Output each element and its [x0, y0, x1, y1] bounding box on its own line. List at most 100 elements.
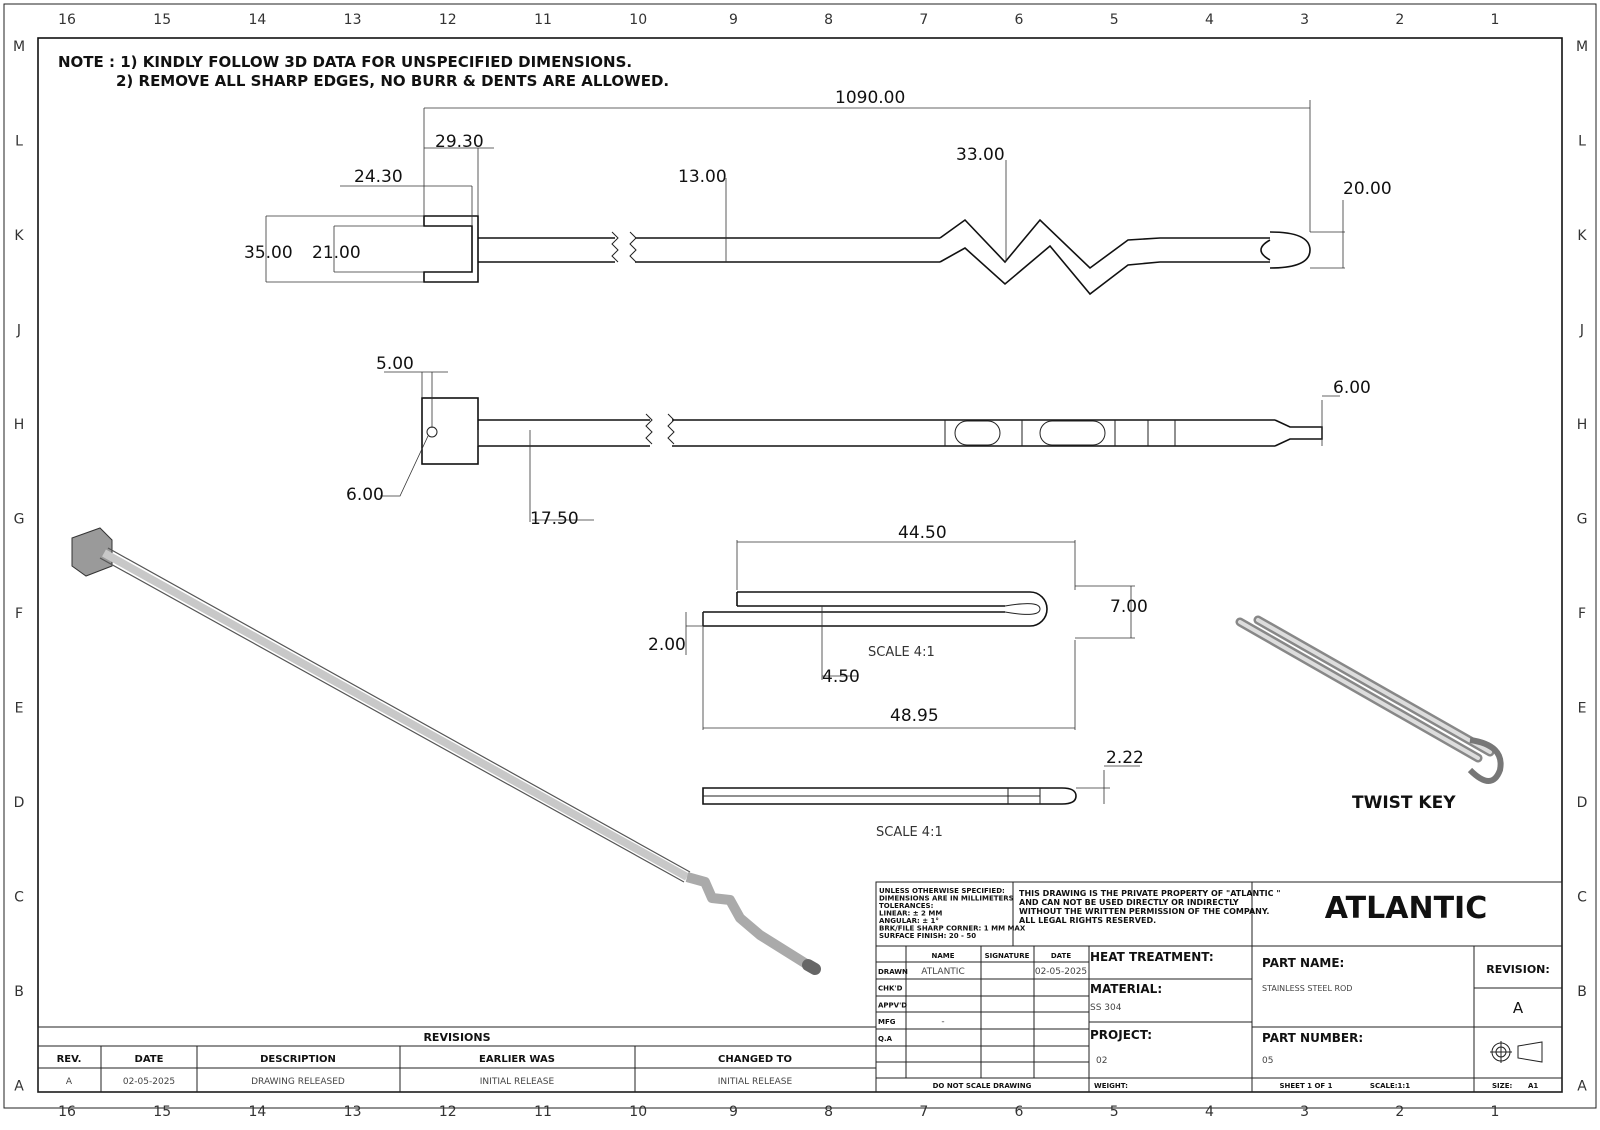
zone-column-label: 5 — [1110, 1104, 1119, 1120]
key-front-view: 44.50 7.00 2.00 4.50 48.95 SCALE 4:1 — [648, 523, 1148, 730]
drawing-scale: SCALE:1:1 — [1370, 1082, 1410, 1090]
outer-border — [3, 3, 1597, 1109]
zone-row-label: M — [1576, 39, 1588, 55]
zone-row-label: H — [1577, 417, 1588, 433]
note-line-2: 2) REMOVE ALL SHARP EDGES, NO BURR & DEN… — [116, 72, 669, 90]
general-note-line: TOLERANCES: — [879, 902, 934, 910]
zone-column-label: 1 — [1491, 1104, 1500, 1120]
dim-overall-length: 1090.00 — [835, 88, 905, 108]
signature-role: CHK'D — [878, 985, 903, 993]
revisions-header: DATE — [135, 1054, 164, 1065]
zone-column-label: 2 — [1395, 1104, 1404, 1120]
zone-row-label: B — [1577, 984, 1587, 1000]
zone-column-label: 11 — [534, 12, 552, 28]
signature-name: - — [941, 1017, 944, 1027]
zone-column-label: 3 — [1300, 12, 1309, 28]
signature-date: 02-05-2025 — [1035, 967, 1087, 977]
revisions-cell: INITIAL RELEASE — [480, 1077, 555, 1087]
dim-slot-width: 21.00 — [312, 243, 361, 263]
sheet-number: SHEET 1 OF 1 — [1279, 1082, 1332, 1090]
zone-column-label: 8 — [824, 1104, 833, 1120]
zone-row-label: D — [14, 795, 25, 811]
zone-column-label: 10 — [629, 1104, 647, 1120]
zone-row-label: C — [1577, 890, 1587, 906]
zone-column-label: 10 — [629, 12, 647, 28]
dim-neck-length: 17.50 — [530, 509, 579, 529]
part-name-label: PART NAME: — [1262, 956, 1344, 970]
zone-column-label: 6 — [1015, 1104, 1024, 1120]
general-note-line: DIMENSIONS ARE IN MILLIMETERS — [879, 895, 1014, 903]
part-number-value: 05 — [1262, 1056, 1273, 1066]
zone-row-label: E — [15, 701, 24, 717]
material-value: SS 304 — [1090, 1003, 1122, 1013]
general-note-line: UNLESS OTHERWISE SPECIFIED: — [879, 887, 1005, 895]
zone-column-label: 9 — [729, 1104, 738, 1120]
zone-column-label: 13 — [344, 12, 362, 28]
side-view: 5.00 6.00 17.50 6.00 — [346, 354, 1371, 529]
zone-column-label: 4 — [1205, 12, 1214, 28]
project-value: 02 — [1096, 1056, 1107, 1066]
revisions-header: CHANGED TO — [718, 1054, 792, 1065]
dim-key-step: 4.50 — [822, 667, 860, 687]
signature-name: ATLANTIC — [921, 967, 965, 977]
zone-row-label: K — [14, 228, 24, 244]
zone-row-label: G — [14, 512, 25, 528]
weight-label: WEIGHT: — [1094, 1082, 1128, 1090]
property-notice-line: AND CAN NOT BE USED DIRECTLY OR INDIRECT… — [1019, 898, 1239, 907]
dim-key-total: 48.95 — [890, 706, 939, 726]
signature-role: Q.A — [878, 1035, 893, 1043]
dim-key-width: 7.00 — [1110, 597, 1148, 617]
signature-table-header: SIGNATURE — [985, 952, 1030, 960]
zone-row-label: B — [14, 984, 24, 1000]
size-value: A1 — [1528, 1082, 1538, 1090]
project-label: PROJECT: — [1090, 1028, 1152, 1042]
zone-column-label: 13 — [344, 1104, 362, 1120]
dim-key-thickness: 2.00 — [648, 635, 686, 655]
zone-column-label: 12 — [439, 12, 457, 28]
general-note-line: SURFACE FINISH: 20 - 50 — [879, 932, 976, 940]
signature-role: APPV'D — [878, 1001, 907, 1009]
dim-key-length: 44.50 — [898, 523, 947, 543]
revisions-cell: INITIAL RELEASE — [718, 1077, 793, 1087]
zone-column-label: 9 — [729, 12, 738, 28]
zone-row-label: F — [1578, 606, 1586, 622]
revisions-cell: 02-05-2025 — [123, 1077, 175, 1087]
zone-column-label: 2 — [1395, 12, 1404, 28]
revision-value: A — [1513, 999, 1524, 1017]
zone-column-label: 15 — [153, 12, 171, 28]
key-side-view: 2.22 SCALE 4:1 — [702, 748, 1144, 840]
zone-column-label: 14 — [248, 1104, 266, 1120]
drawing-frame — [37, 37, 1563, 1093]
projection-symbol-icon — [1490, 1041, 1543, 1063]
property-notice-line: WITHOUT THE WRITTEN PERMISSION OF THE CO… — [1019, 907, 1269, 916]
dim-ball-end: 20.00 — [1343, 179, 1392, 199]
signature-role: DRAWN — [878, 968, 908, 976]
property-notice-line: ALL LEGAL RIGHTS RESERVED. — [1019, 916, 1156, 925]
zone-column-label: 3 — [1300, 1104, 1309, 1120]
zone-row-label: K — [1577, 228, 1587, 244]
dim-fork-outer: 29.30 — [435, 132, 484, 152]
material-label: MATERIAL: — [1090, 982, 1162, 996]
zone-row-label: H — [14, 417, 25, 433]
zone-row-label: E — [1578, 701, 1587, 717]
dim-key-side: 2.22 — [1106, 748, 1144, 768]
zone-row-label: G — [1577, 512, 1588, 528]
zone-column-label: 8 — [824, 12, 833, 28]
zone-column-label: 7 — [919, 12, 928, 28]
zone-column-label: 6 — [1015, 12, 1024, 28]
dim-tip-width: 6.00 — [1333, 378, 1371, 398]
dim-fork-inner: 24.30 — [354, 167, 403, 187]
property-notice-line: THIS DRAWING IS THE PRIVATE PROPERTY OF … — [1019, 889, 1280, 898]
revisions-header: DESCRIPTION — [260, 1054, 336, 1065]
zone-row-label: D — [1577, 795, 1588, 811]
revisions-cell: A — [66, 1077, 73, 1087]
scale-label-1: SCALE 4:1 — [868, 645, 935, 660]
zone-markers: 1616151514141313121211111010998877665544… — [13, 12, 1588, 1120]
zone-column-label: 12 — [439, 1104, 457, 1120]
signature-table-header: NAME — [931, 952, 954, 960]
part-number-label: PART NUMBER: — [1262, 1031, 1363, 1045]
iso-view-twist-key: TWIST KEY — [1235, 615, 1504, 813]
zone-column-label: 14 — [248, 12, 266, 28]
company-name: ATLANTIC — [1325, 891, 1487, 926]
